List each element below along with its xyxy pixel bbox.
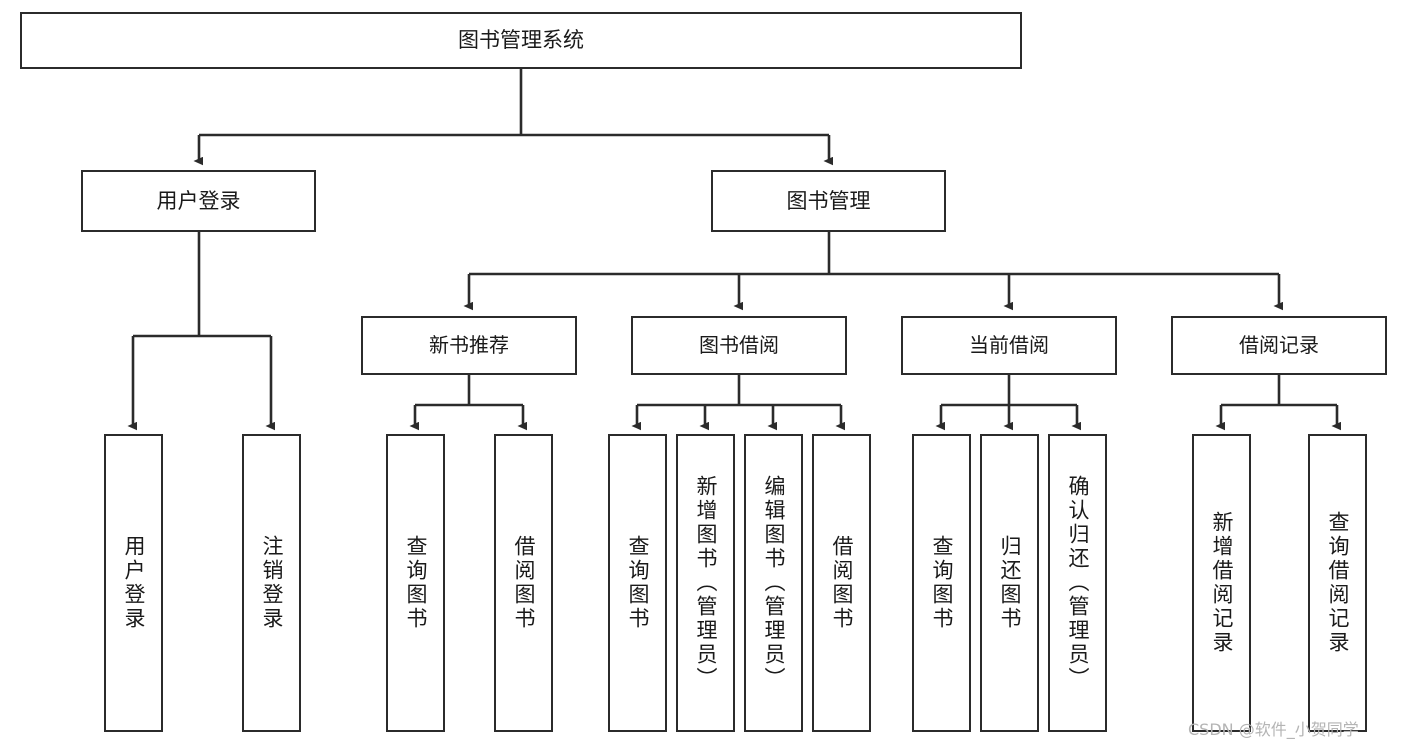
node-book-borrow[interactable]: 图书借阅 (631, 316, 847, 375)
node-leaf-user-login[interactable]: 用户登录 (104, 434, 163, 732)
node-book-management[interactable]: 图书管理 (711, 170, 946, 232)
node-label: 用户登录 (122, 535, 146, 631)
node-label: 图书管理系统 (458, 28, 584, 53)
node-label: 新增图书（管理员） (694, 475, 718, 691)
node-label: 用户登录 (156, 188, 241, 213)
node-user-login[interactable]: 用户登录 (81, 170, 316, 232)
node-label: 查询图书 (404, 535, 428, 631)
node-label: 编辑图书（管理员） (762, 475, 786, 691)
node-leaf-user-logout[interactable]: 注销登录 (242, 434, 301, 732)
node-leaf-query-book-recommend[interactable]: 查询图书 (386, 434, 445, 732)
node-leaf-add-book[interactable]: 新增图书（管理员） (676, 434, 735, 732)
node-label: 查询图书 (626, 535, 650, 631)
node-leaf-return-book[interactable]: 归还图书 (980, 434, 1039, 732)
node-label: 图书借阅 (699, 332, 779, 357)
node-borrow-record[interactable]: 借阅记录 (1171, 316, 1387, 375)
node-label: 借阅记录 (1239, 332, 1319, 357)
node-leaf-edit-book[interactable]: 编辑图书（管理员） (744, 434, 803, 732)
node-label: 确认归还（管理员） (1066, 475, 1090, 691)
node-label: 查询图书 (930, 535, 954, 631)
node-leaf-add-borrow-record[interactable]: 新增借阅记录 (1192, 434, 1251, 732)
node-label: 借阅图书 (830, 535, 854, 631)
node-leaf-borrow-book-recommend[interactable]: 借阅图书 (494, 434, 553, 732)
node-label: 注销登录 (260, 535, 284, 631)
node-label: 新书推荐 (429, 332, 509, 357)
node-label: 查询借阅记录 (1326, 511, 1350, 655)
node-leaf-query-book-borrow[interactable]: 查询图书 (608, 434, 667, 732)
node-label: 当前借阅 (969, 332, 1049, 357)
node-current-borrow[interactable]: 当前借阅 (901, 316, 1117, 375)
node-leaf-query-borrow-record[interactable]: 查询借阅记录 (1308, 434, 1367, 732)
csdn-watermark: CSDN @软件_小贺同学 (1188, 720, 1359, 739)
node-label: 图书管理 (786, 188, 871, 213)
node-label: 归还图书 (998, 535, 1022, 631)
node-leaf-borrow-book[interactable]: 借阅图书 (812, 434, 871, 732)
node-leaf-confirm-return[interactable]: 确认归还（管理员） (1048, 434, 1107, 732)
node-root-book-management-system[interactable]: 图书管理系统 (20, 12, 1022, 69)
node-label: 借阅图书 (512, 535, 536, 631)
node-label: 新增借阅记录 (1210, 511, 1234, 655)
node-leaf-query-book-current[interactable]: 查询图书 (912, 434, 971, 732)
node-new-book-recommend[interactable]: 新书推荐 (361, 316, 577, 375)
